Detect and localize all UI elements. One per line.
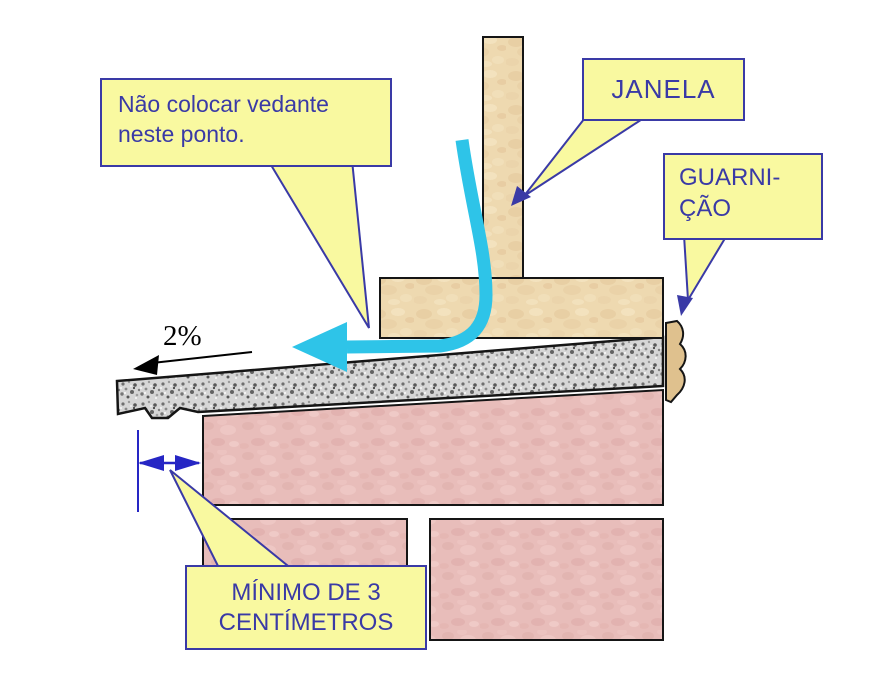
callout-arrowhead-trim <box>677 295 693 316</box>
brick-row2-right <box>429 518 664 641</box>
callout-no-sealant-line1: Não colocar vedante <box>118 91 329 117</box>
callout-trim-line1: GUARNI- <box>679 164 781 191</box>
slope-percentage-label: 2% <box>163 320 202 352</box>
window-frame-horizontal <box>379 277 664 339</box>
water-flow-line <box>346 139 493 354</box>
callout-trim: GUARNI- ÇÃO <box>663 153 823 240</box>
callout-no-sealant: Não colocar vedante neste ponto. <box>100 78 392 167</box>
callout-window: JANELA <box>582 58 745 121</box>
slope-arrowhead <box>133 355 159 375</box>
callout-window-label: JANELA <box>611 74 716 104</box>
callout-tail-trim <box>682 234 729 304</box>
callout-minimum: MÍNIMO DE 3 CENTÍMETROS <box>185 565 427 650</box>
brick-row1 <box>202 388 664 506</box>
callout-minimum-line1: MÍNIMO DE 3 <box>231 579 381 606</box>
window-frame-vertical <box>482 36 524 279</box>
callout-minimum-line2: CENTÍMETROS <box>218 609 394 636</box>
trim-piece <box>665 319 687 404</box>
dimension-arrowhead-left <box>138 455 164 471</box>
slope-line <box>151 351 253 364</box>
callout-trim-line2: ÇÃO <box>679 195 732 222</box>
granite-sill <box>115 335 665 420</box>
callout-no-sealant-line2: neste ponto. <box>118 121 245 147</box>
callout-tail-no-sealant <box>266 159 370 329</box>
callout-arrowhead-window <box>511 186 531 206</box>
water-flow-arrowhead <box>292 322 347 372</box>
dimension-arrowhead-right <box>175 455 201 471</box>
callout-tail-window <box>523 113 654 197</box>
